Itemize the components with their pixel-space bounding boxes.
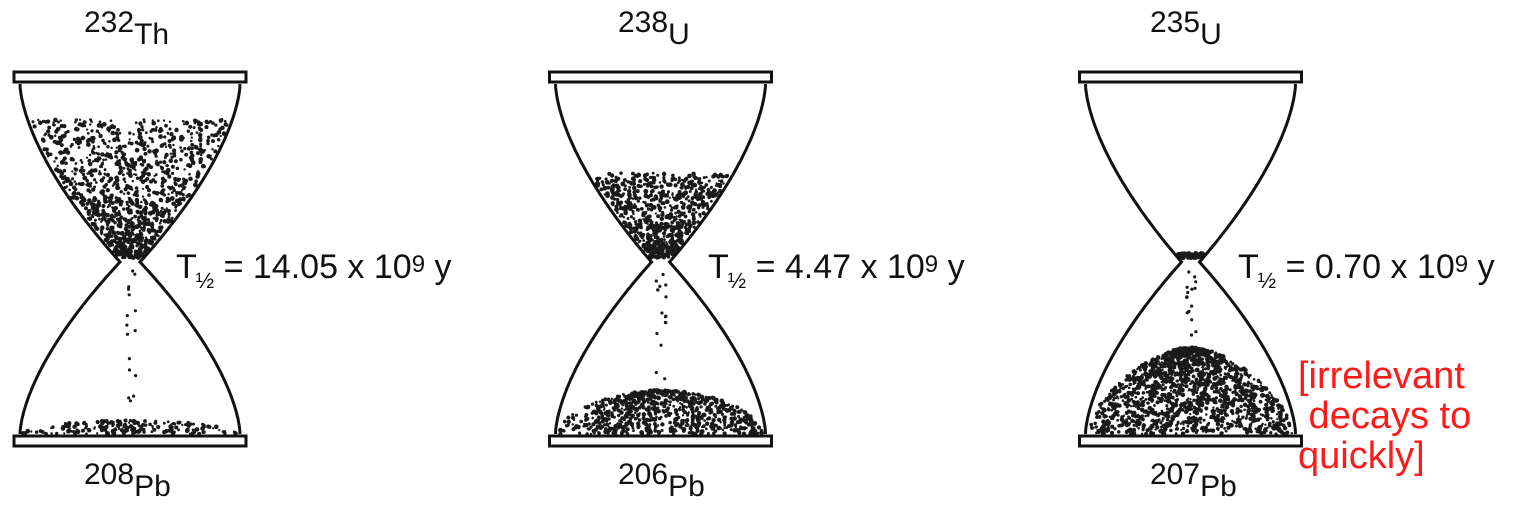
glass-left-outline (554, 83, 654, 435)
top-sand (31, 117, 229, 260)
half-life-exponent: 9 (924, 251, 939, 278)
glass-right-outline (667, 83, 767, 435)
bottom-plate (548, 434, 773, 448)
hourglass-uranium-235 (1068, 0, 1313, 512)
isotope-symbol: Pb (1200, 470, 1237, 503)
half-life-symbol: T (176, 248, 197, 286)
top-isotope-label: 235U (1150, 6, 1222, 50)
isotope-symbol: U (1200, 18, 1222, 51)
bottom-isotope-label: 208Pb (84, 458, 171, 502)
isotope-symbol: Th (134, 18, 170, 51)
bottom-isotope-label: 206Pb (618, 458, 705, 502)
half-life-unit: y (947, 248, 965, 286)
isotope-mass: 238 (618, 6, 669, 39)
isotope-mass: 232 (84, 6, 135, 39)
hourglass-graphic (1078, 70, 1303, 448)
glass-left-outline (1084, 83, 1184, 435)
half-life-exponent: 9 (411, 251, 426, 278)
top-isotope-label: 232Th (84, 6, 169, 50)
isotope-symbol: Pb (134, 470, 171, 503)
bottom-sand (1089, 345, 1293, 437)
hourglass-thorium (0, 0, 260, 512)
half-life-label: T½ = 0.70 x 109 y (1238, 248, 1495, 292)
hourglass-uranium-238 (538, 0, 783, 512)
half-life-subscript: ½ (1257, 268, 1277, 293)
annotation-line-1: [irrelevant (1298, 356, 1465, 397)
half-life-symbol: T (708, 248, 729, 286)
isotope-mass: 208 (84, 458, 135, 491)
top-plate (12, 70, 248, 84)
half-life-label: T½ = 4.47 x 109 y (708, 248, 965, 292)
falling-sand (654, 272, 668, 381)
isotope-mass: 206 (618, 458, 669, 491)
half-life-exponent: 9 (1454, 251, 1469, 278)
isotope-mass: 207 (1150, 458, 1201, 491)
hourglass-graphic (548, 70, 773, 448)
glass-right-outline (137, 83, 242, 435)
annotation-line-2: decays to (1298, 395, 1472, 437)
half-life-unit: y (434, 248, 452, 286)
half-life-subscript: ½ (727, 268, 747, 293)
top-plate (1078, 70, 1303, 84)
half-life-label: T½ = 14.05 x 109 y (176, 248, 452, 292)
bottom-sand (558, 388, 764, 437)
half-life-value: = 4.47 x 10 (755, 248, 925, 286)
isotope-symbol: U (668, 18, 690, 51)
top-isotope-label: 238U (618, 6, 690, 50)
half-life-value: = 14.05 x 10 (223, 248, 412, 286)
half-life-subscript: ½ (195, 268, 215, 293)
annotation-note: [irrelevant decays to quickly] (1298, 356, 1527, 476)
bottom-plate (12, 434, 248, 448)
bottom-isotope-label: 207Pb (1150, 458, 1237, 502)
half-life-symbol: T (1238, 248, 1259, 286)
isotope-mass: 235 (1150, 6, 1201, 39)
annotation-line-3: quickly] (1298, 435, 1425, 476)
glass-left-outline (18, 83, 123, 435)
top-plate (548, 70, 773, 84)
bottom-sand (21, 418, 238, 436)
falling-sand (1185, 270, 1198, 337)
falling-sand (125, 269, 138, 403)
top-sand (595, 171, 730, 260)
hourglass-graphic (12, 70, 248, 448)
glass-right-outline (1197, 83, 1297, 435)
half-life-unit: y (1477, 248, 1495, 286)
isotope-symbol: Pb (668, 470, 705, 503)
bottom-plate (1078, 434, 1303, 448)
half-life-value: = 0.70 x 10 (1285, 248, 1455, 286)
